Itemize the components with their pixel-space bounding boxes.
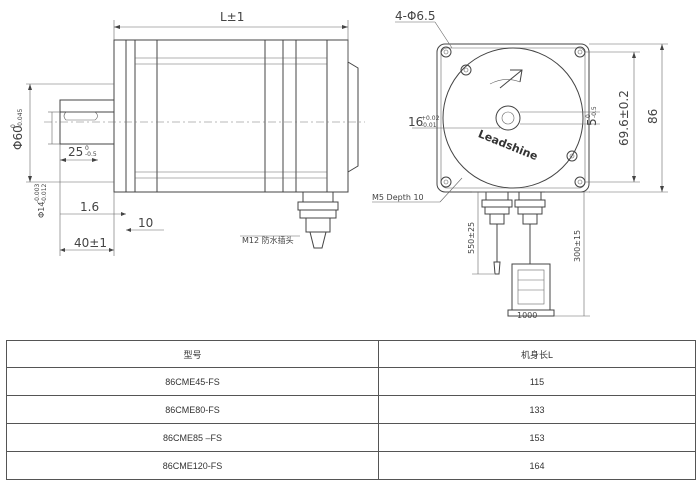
table-row: 86CME80-FS 133: [6, 395, 696, 424]
dim-69-6: 69.6±0.2: [617, 90, 631, 146]
dim-40: 40±1: [74, 236, 107, 250]
dim-1-6: 1.6: [80, 200, 99, 214]
dim-length: L±1: [220, 10, 244, 24]
dim-shaft-dia: Φ60: [11, 125, 25, 150]
cell-length: 115: [378, 367, 696, 396]
side-view: L±1 Φ60 0 -0.045 25 0 -0.5 Φ14 -0.003 -0…: [10, 10, 365, 256]
dim-1000: 1000: [517, 311, 537, 320]
table-row: 86CME45-FS 115: [6, 367, 696, 396]
connector-label: M12 防水插头: [242, 235, 294, 245]
table-row: 86CME85 –FS 153: [6, 423, 696, 452]
dim-key-length: 25: [68, 145, 83, 159]
cell-model: 86CME85 –FS: [6, 423, 379, 452]
motor-body: [125, 39, 349, 193]
svg-text:-0.045: -0.045: [17, 108, 24, 128]
svg-text:+0.02: +0.02: [421, 115, 440, 122]
header-model: 型号: [6, 340, 379, 368]
svg-text:-0.003: -0.003: [34, 183, 41, 203]
spec-table: 型号 机身长L 86CME45-FS 115 86CME80-FS 133 86…: [6, 340, 696, 480]
dim-86: 86: [646, 109, 660, 124]
dim-5: 5: [585, 118, 599, 126]
cell-length: 153: [378, 423, 696, 452]
flange: [113, 39, 127, 193]
table-row: 86CME120-FS 164: [6, 451, 696, 480]
svg-text:0: 0: [85, 145, 89, 152]
brand-logo: Leadshine: [476, 127, 539, 163]
front-view: Leadshine 4-Φ6.5 16 +0.02 -0.01 5 0 -0.5…: [372, 9, 668, 320]
cell-length: 164: [378, 451, 696, 480]
keyway: [63, 111, 98, 121]
dim-300: 300±15: [573, 230, 582, 262]
cell-model: 86CME80-FS: [6, 395, 379, 424]
svg-text:-0.5: -0.5: [85, 151, 97, 158]
m12-connector: [297, 191, 339, 249]
header-body-length: 机身长L: [378, 340, 696, 368]
cell-model: 86CME45-FS: [6, 367, 379, 396]
cell-model: 86CME120-FS: [6, 451, 379, 480]
svg-text:0: 0: [10, 124, 17, 128]
svg-text:0: 0: [585, 114, 592, 118]
cell-length: 133: [378, 395, 696, 424]
dim-10: 10: [138, 216, 153, 230]
dim-16: 16: [408, 115, 423, 129]
svg-text:-0.012: -0.012: [41, 183, 48, 203]
svg-text:-0.01: -0.01: [421, 122, 437, 129]
dim-550: 550±25: [467, 222, 476, 254]
db-connector: [507, 263, 555, 317]
dim-holes: 4-Φ6.5: [395, 9, 436, 23]
front-shaft: [495, 105, 521, 131]
rear-cover: [347, 61, 359, 173]
pilot-circle: [442, 47, 584, 189]
svg-text:-0.5: -0.5: [591, 106, 598, 118]
cable-glands: [481, 191, 546, 275]
front-flange: [436, 43, 590, 193]
logo-arrow-icon: [499, 69, 523, 89]
motor-dimension-drawing: L±1 Φ60 0 -0.045 25 0 -0.5 Φ14 -0.003 -0…: [10, 9, 668, 320]
depth-label: M5 Depth 10: [372, 193, 424, 202]
table-header-row: 型号 机身长L: [6, 340, 696, 368]
dim-shaft14: Φ14: [37, 202, 46, 218]
